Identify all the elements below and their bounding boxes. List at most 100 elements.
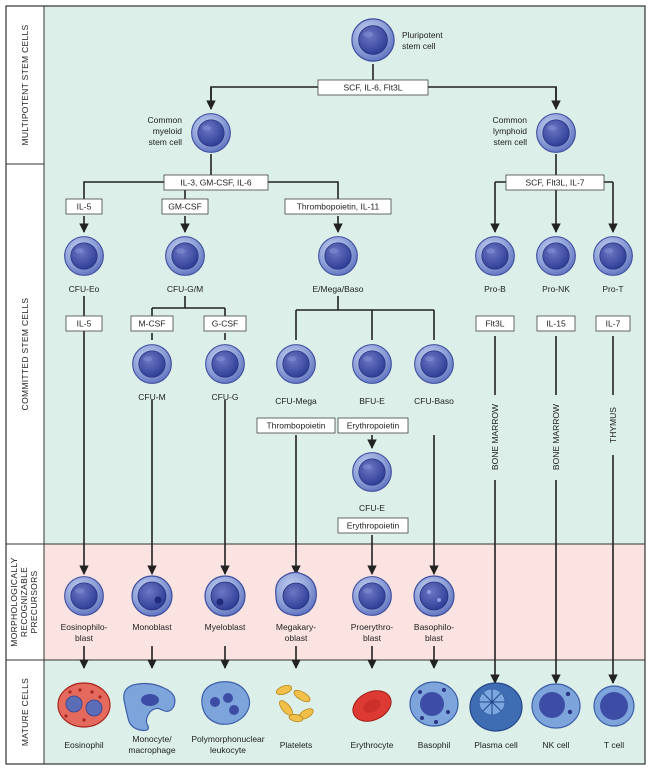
pmn-leukocyte-cell xyxy=(201,681,251,725)
eosinophil-cell xyxy=(57,682,111,728)
factor-box-il5-bottom: IL-5 xyxy=(65,315,103,332)
basophil-cell xyxy=(409,681,459,727)
cfu-g-label: CFU-G xyxy=(212,392,239,402)
myeloid-label-2: myeloid xyxy=(153,126,183,136)
monoblast-cell xyxy=(131,575,173,617)
bfu-e-cell xyxy=(352,344,392,384)
svg-text:Erythropoietin: Erythropoietin xyxy=(347,421,400,431)
svg-text:IL-3, GM-CSF, IL-6: IL-3, GM-CSF, IL-6 xyxy=(180,178,252,188)
svg-text:IL-7: IL-7 xyxy=(606,319,621,329)
proerythroblast-label-2: blast xyxy=(363,633,382,643)
pro-b-label: Pro-B xyxy=(484,284,506,294)
pluripotent-stem-cell xyxy=(351,18,395,62)
plasma-cell-label: Plasma cell xyxy=(474,740,518,750)
myeloblast-cell xyxy=(204,575,246,617)
platelets-cluster xyxy=(275,684,314,723)
svg-text:IL-15: IL-15 xyxy=(546,319,566,329)
erythrocyte-label: Erythrocyte xyxy=(351,740,394,750)
myeloblast-label: Myeloblast xyxy=(205,622,246,632)
monocyte-macrophage-cell xyxy=(123,682,176,732)
pro-nk-cell xyxy=(536,236,576,276)
pmn-label-1: Polymorphonuclear xyxy=(191,734,264,744)
factor-box-il15: IL-15 xyxy=(536,315,576,332)
svg-text:G-CSF: G-CSF xyxy=(212,319,238,329)
plasma-cell xyxy=(469,682,523,732)
section-precursors-line2: RECOGNIZABLE xyxy=(19,567,29,637)
megakaryoblast-label-1: Megakary- xyxy=(276,622,316,632)
proerythroblast-label-1: Proerythro- xyxy=(351,622,394,632)
svg-text:M-CSF: M-CSF xyxy=(139,319,166,329)
eosinophiloblast-label-2: blast xyxy=(75,633,94,643)
factor-box-il5-top: IL-5 xyxy=(65,198,103,215)
t-cell xyxy=(593,685,635,727)
basophil-label: Basophil xyxy=(418,740,451,750)
cfu-baso-cell xyxy=(414,344,454,384)
pro-b-cell xyxy=(475,236,515,276)
frame xyxy=(5,5,646,765)
factor-box-gmcsf: GM-CSF xyxy=(161,198,209,215)
cfu-eo-cell xyxy=(64,236,104,276)
svg-text:IL-5: IL-5 xyxy=(77,202,92,212)
t-cell-label: T cell xyxy=(604,740,624,750)
cfu-mega-label: CFU-Mega xyxy=(275,396,317,406)
section-precursors-line1: MORPHOLOGICALLY xyxy=(9,557,19,646)
svg-text:Thrombopoietin: Thrombopoietin xyxy=(266,421,325,431)
basophiloblast-label-1: Basophilo- xyxy=(414,622,454,632)
factor-box-il7: IL-7 xyxy=(595,315,631,332)
cfu-eo-label: CFU-Eo xyxy=(69,284,100,294)
eosinophil-label: Eosinophil xyxy=(64,740,103,750)
proerythroblast-cell xyxy=(352,576,392,616)
monocyte-label-2: macrophage xyxy=(128,745,176,755)
myeloid-label-3: stem cell xyxy=(148,137,182,147)
lymphoid-label-2: lymphoid xyxy=(493,126,527,136)
cfu-e-label: CFU-E xyxy=(359,503,385,513)
cfu-baso-label: CFU-Baso xyxy=(414,396,454,406)
pro-t-label: Pro-T xyxy=(602,284,623,294)
nk-cell-label: NK cell xyxy=(543,740,570,750)
eosinophiloblast-cell xyxy=(64,576,104,616)
erythrocyte-cell xyxy=(352,690,392,722)
factor-box-gcsf: G-CSF xyxy=(203,315,247,332)
svg-text:SCF, Flt3L, IL-7: SCF, Flt3L, IL-7 xyxy=(525,178,584,188)
factor-box-scf-il6-flt3l: SCF, IL-6, Flt3L xyxy=(317,79,429,96)
factor-box-erythropoietin-top: Erythropoietin xyxy=(337,417,409,434)
svg-text:Thrombopoietin, IL-11: Thrombopoietin, IL-11 xyxy=(297,202,380,212)
megakaryoblast-label-2: oblast xyxy=(285,633,308,643)
basophiloblast-label-2: blast xyxy=(425,633,444,643)
platelets-label: Platelets xyxy=(280,740,313,750)
section-multipotent: MULTIPOTENT STEM CELLS xyxy=(20,24,30,145)
lymphoid-stem-cell xyxy=(536,113,576,153)
cfu-g-cell xyxy=(205,344,245,384)
bfu-e-label: BFU-E xyxy=(359,396,385,406)
e-mega-baso-cell xyxy=(318,236,358,276)
factor-box-tpo-il11: Thrombopoietin, IL-11 xyxy=(284,198,392,215)
section-committed: COMMITTED STEM CELLS xyxy=(20,298,30,411)
basophiloblast-cell xyxy=(413,575,455,617)
svg-text:GM-CSF: GM-CSF xyxy=(168,202,202,212)
pmn-label-2: leukocyte xyxy=(210,745,246,755)
cfu-gm-label: CFU-G/M xyxy=(167,284,203,294)
lymphoid-label-3: stem cell xyxy=(493,137,527,147)
myeloid-stem-cell xyxy=(191,113,231,153)
cfu-m-cell xyxy=(132,344,172,384)
e-mega-baso-label: E/Mega/Baso xyxy=(312,284,363,294)
megakaryoblast-cell xyxy=(275,571,317,617)
lymphoid-label-1: Common xyxy=(493,115,528,125)
site-thymus: THYMUS xyxy=(608,407,618,443)
pro-t-cell xyxy=(593,236,633,276)
factor-box-flt3l: Flt3L xyxy=(475,315,515,332)
site-bone-marrow-nk: BONE MARROW xyxy=(551,404,561,470)
svg-text:IL-5: IL-5 xyxy=(77,319,92,329)
svg-text:Flt3L: Flt3L xyxy=(486,319,505,329)
svg-text:SCF, IL-6, Flt3L: SCF, IL-6, Flt3L xyxy=(343,83,402,93)
factor-box-il3-gmcsf-il6: IL-3, GM-CSF, IL-6 xyxy=(163,174,269,191)
monoblast-label: Monoblast xyxy=(132,622,172,632)
section-precursors-line3: PRECURSORS xyxy=(29,570,39,633)
svg-text:Erythropoietin: Erythropoietin xyxy=(347,521,400,531)
monocyte-label-1: Monocyte/ xyxy=(132,734,172,744)
myeloid-label-1: Common xyxy=(148,115,183,125)
pluripotent-label-1: Pluripotent xyxy=(402,30,443,40)
stem-band xyxy=(44,6,645,544)
cfu-e-cell xyxy=(352,452,392,492)
